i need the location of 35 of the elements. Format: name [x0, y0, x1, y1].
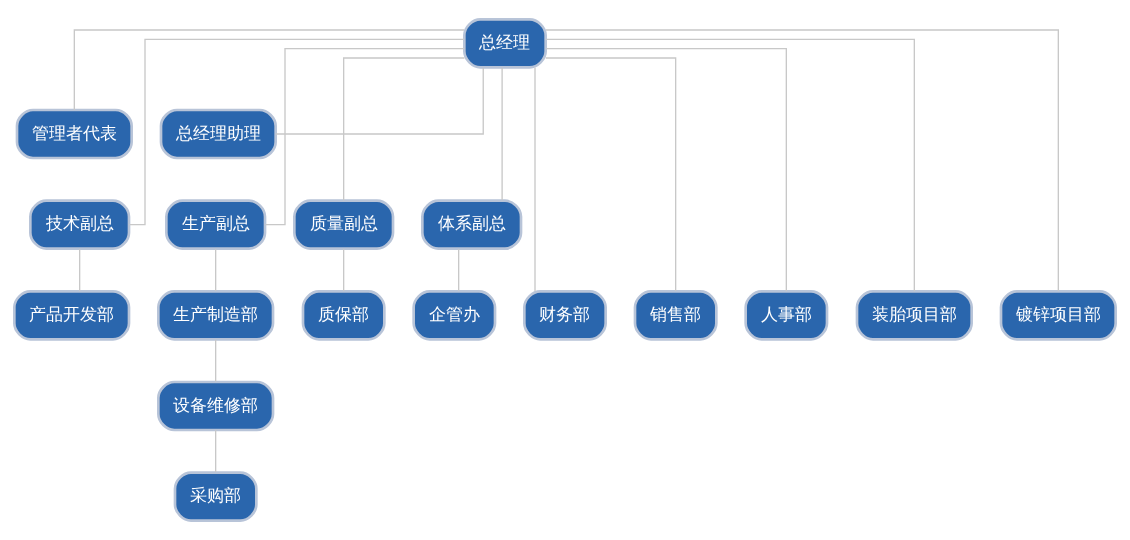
node-box: 总经理	[463, 18, 547, 69]
connector	[73, 29, 465, 111]
connector	[264, 48, 465, 226]
connector	[215, 338, 217, 383]
connector	[501, 66, 503, 202]
connector	[343, 248, 345, 292]
node-box: 质量副总	[293, 199, 395, 250]
node-box: 设备维修部	[157, 380, 275, 432]
node-box: 生产副总	[165, 199, 267, 250]
node-box: 总经理助理	[159, 108, 277, 160]
connector	[458, 248, 460, 292]
node-box: 人事部	[744, 290, 829, 341]
node-box: 镀锌项目部	[999, 290, 1117, 341]
node-box: 销售部	[633, 290, 718, 341]
connector	[534, 66, 536, 292]
node-box: 体系副总	[421, 199, 523, 250]
connector	[275, 66, 484, 135]
connector	[215, 248, 217, 292]
connector	[215, 429, 217, 473]
connector	[545, 38, 915, 292]
connector	[128, 38, 465, 226]
connector	[545, 57, 677, 292]
node-box: 采购部	[173, 471, 258, 522]
node-box: 生产制造部	[157, 290, 275, 341]
node-box: 管理者代表	[15, 108, 133, 160]
node-box: 质保部	[301, 290, 386, 341]
node-box: 财务部	[523, 290, 607, 341]
connector	[545, 29, 1059, 292]
node-box: 企管办	[412, 290, 497, 341]
node-box: 技术副总	[29, 199, 131, 250]
connector	[545, 48, 787, 292]
connector	[79, 248, 81, 292]
node-box: 产品开发部	[13, 290, 131, 341]
node-box: 装胎项目部	[855, 290, 973, 341]
connector	[343, 57, 465, 202]
